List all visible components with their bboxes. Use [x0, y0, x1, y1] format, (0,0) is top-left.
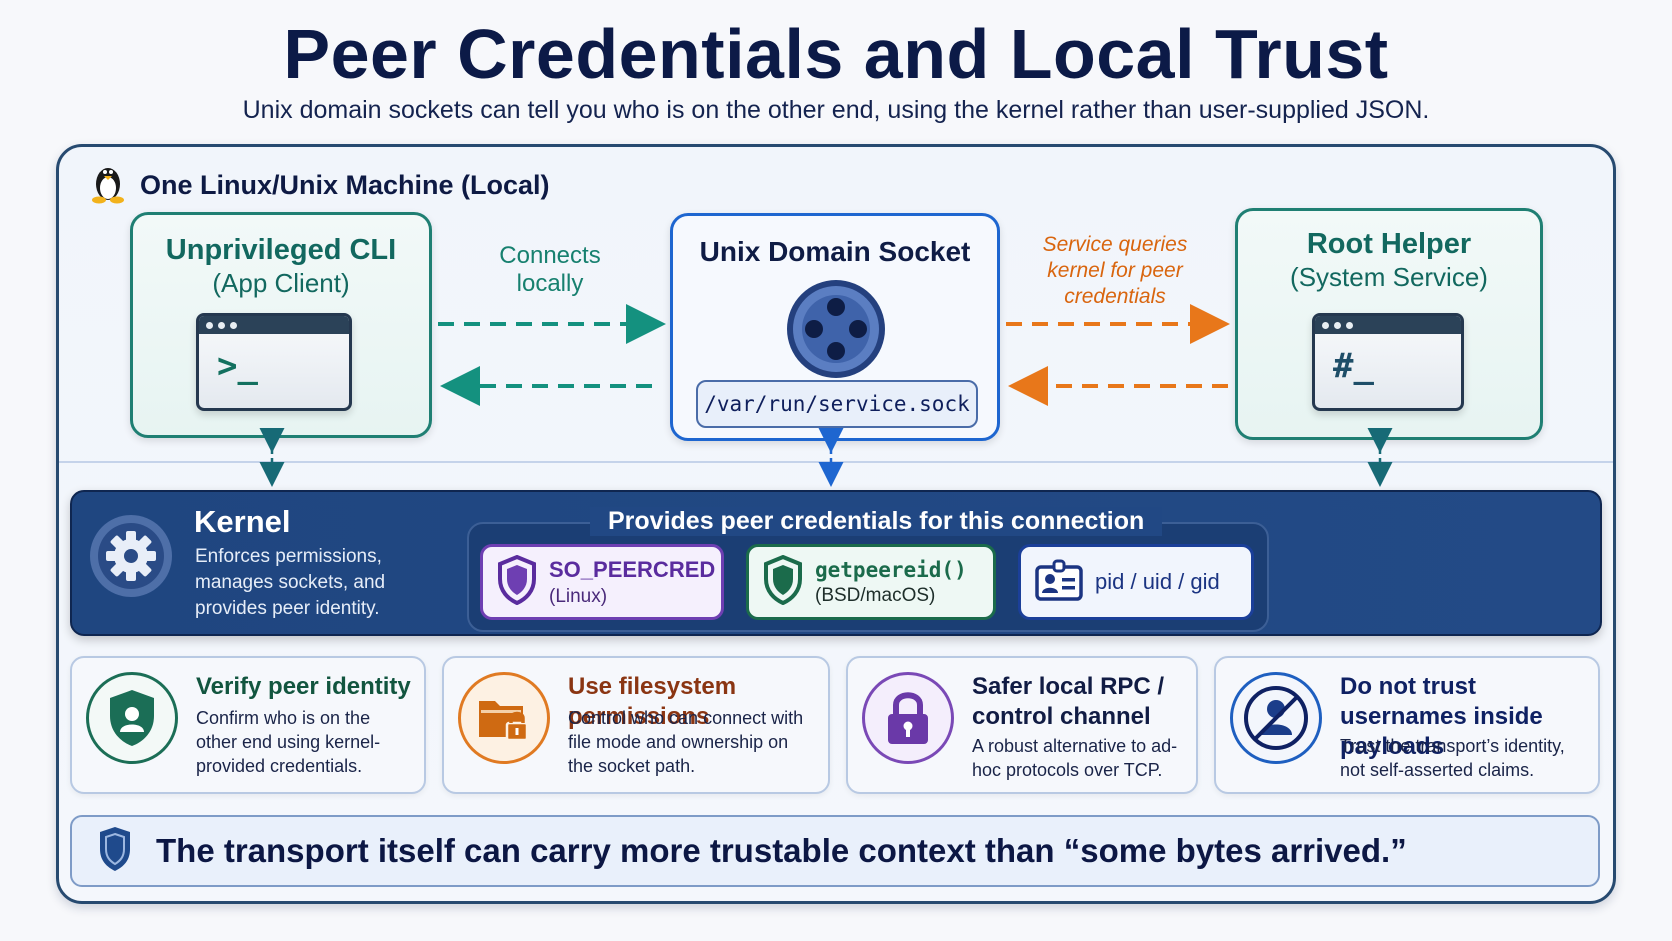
- helper-subtitle: (System Service): [1290, 262, 1488, 292]
- socket-node: Unix Domain Socket /var/run/service.sock: [670, 213, 1000, 441]
- edge-label-connects: Connects locally: [480, 242, 620, 298]
- benefit-description: Confirm who is on the other end using ke…: [196, 708, 381, 776]
- id-card-icon: [1035, 559, 1083, 606]
- helper-node: Root Helper (System Service) #_: [1235, 208, 1543, 440]
- user-kernel-divider: [59, 461, 1613, 463]
- benefit-description: Control who can connect with file mode a…: [568, 708, 804, 776]
- edge-label-line: Connects: [499, 242, 601, 269]
- client-node: Unprivileged CLI (App Client) >_: [130, 212, 432, 438]
- client-subtitle: (App Client): [212, 268, 350, 298]
- machine-label-text: One Linux/Unix Machine (Local): [140, 170, 550, 200]
- gear-icon: [88, 513, 174, 604]
- benefit-card: Use filesystem permissions Control who c…: [442, 656, 830, 794]
- user-blocked-icon: [1230, 672, 1322, 764]
- benefit-description: Trust the transport’s identity, not self…: [1340, 736, 1565, 780]
- callout-text: The transport itself can carry more trus…: [156, 832, 1407, 869]
- edge-label-line: kernel for peer: [1047, 259, 1183, 282]
- shield-icon: [497, 554, 537, 610]
- benefit-title: Use filesystem permissions: [568, 673, 737, 730]
- padlock-icon: [862, 672, 954, 764]
- kernel-description: Enforces permissions, manages sockets, a…: [195, 546, 386, 619]
- helper-prompt: #_: [1333, 346, 1374, 386]
- folder-lock-icon: [458, 672, 550, 764]
- edge-label-queries: Service queries kernel for peer credenti…: [1020, 232, 1210, 310]
- callout-banner: The transport itself can carry more trus…: [70, 815, 1600, 887]
- benefit-title: Safer local RPC / control channel: [972, 673, 1165, 730]
- shield-icon: [763, 554, 803, 610]
- edge-label-line: Service queries: [1042, 233, 1188, 256]
- shield-icon: [98, 825, 132, 878]
- credential-sub: (BSD/macOS): [815, 584, 936, 606]
- credential-ids: pid / uid / gid: [1018, 544, 1254, 620]
- linux-penguin-icon: [90, 160, 126, 211]
- socket-title: Unix Domain Socket: [699, 236, 971, 267]
- kernel-title: Kernel: [194, 504, 291, 539]
- credentials-heading: Provides peer credentials for this conne…: [590, 507, 1163, 536]
- socket-icon: [785, 278, 887, 385]
- credential-main: SO_PEERCRED: [549, 556, 716, 582]
- credential-sub: (Linux): [549, 585, 608, 607]
- shield-user-icon: [86, 672, 178, 764]
- helper-title: Root Helper: [1306, 228, 1472, 260]
- terminal-icon: >_: [196, 313, 352, 411]
- benefit-card: Verify peer identity Confirm who is on t…: [70, 656, 426, 794]
- page-title: Peer Credentials and Local Trust: [283, 15, 1389, 93]
- page-subtitle: Unix domain sockets can tell you who is …: [242, 96, 1430, 124]
- credential-getpeereid: getpeereid() (BSD/macOS): [746, 544, 996, 620]
- credential-so-peercred: SO_PEERCRED (Linux): [480, 544, 724, 620]
- credential-main: getpeereid(): [815, 557, 967, 582]
- benefit-description: A robust alternative to ad-hoc protocols…: [972, 736, 1178, 780]
- socket-path: /var/run/service.sock: [696, 380, 978, 428]
- machine-label: One Linux/Unix Machine (Local): [90, 160, 550, 211]
- edge-label-line: locally: [516, 270, 584, 297]
- credential-main: pid / uid / gid: [1095, 569, 1220, 594]
- terminal-icon: #_: [1312, 313, 1464, 411]
- benefit-title: Do not trust usernames inside payloads: [1340, 673, 1543, 760]
- client-title: Unprivileged CLI: [165, 234, 397, 266]
- benefit-card: Safer local RPC / control channel A robu…: [846, 656, 1198, 794]
- benefit-card: Do not trust usernames inside payloads T…: [1214, 656, 1600, 794]
- edge-label-line: credentials: [1064, 285, 1166, 308]
- benefit-title: Verify peer identity: [196, 673, 411, 700]
- client-prompt: >_: [217, 346, 258, 386]
